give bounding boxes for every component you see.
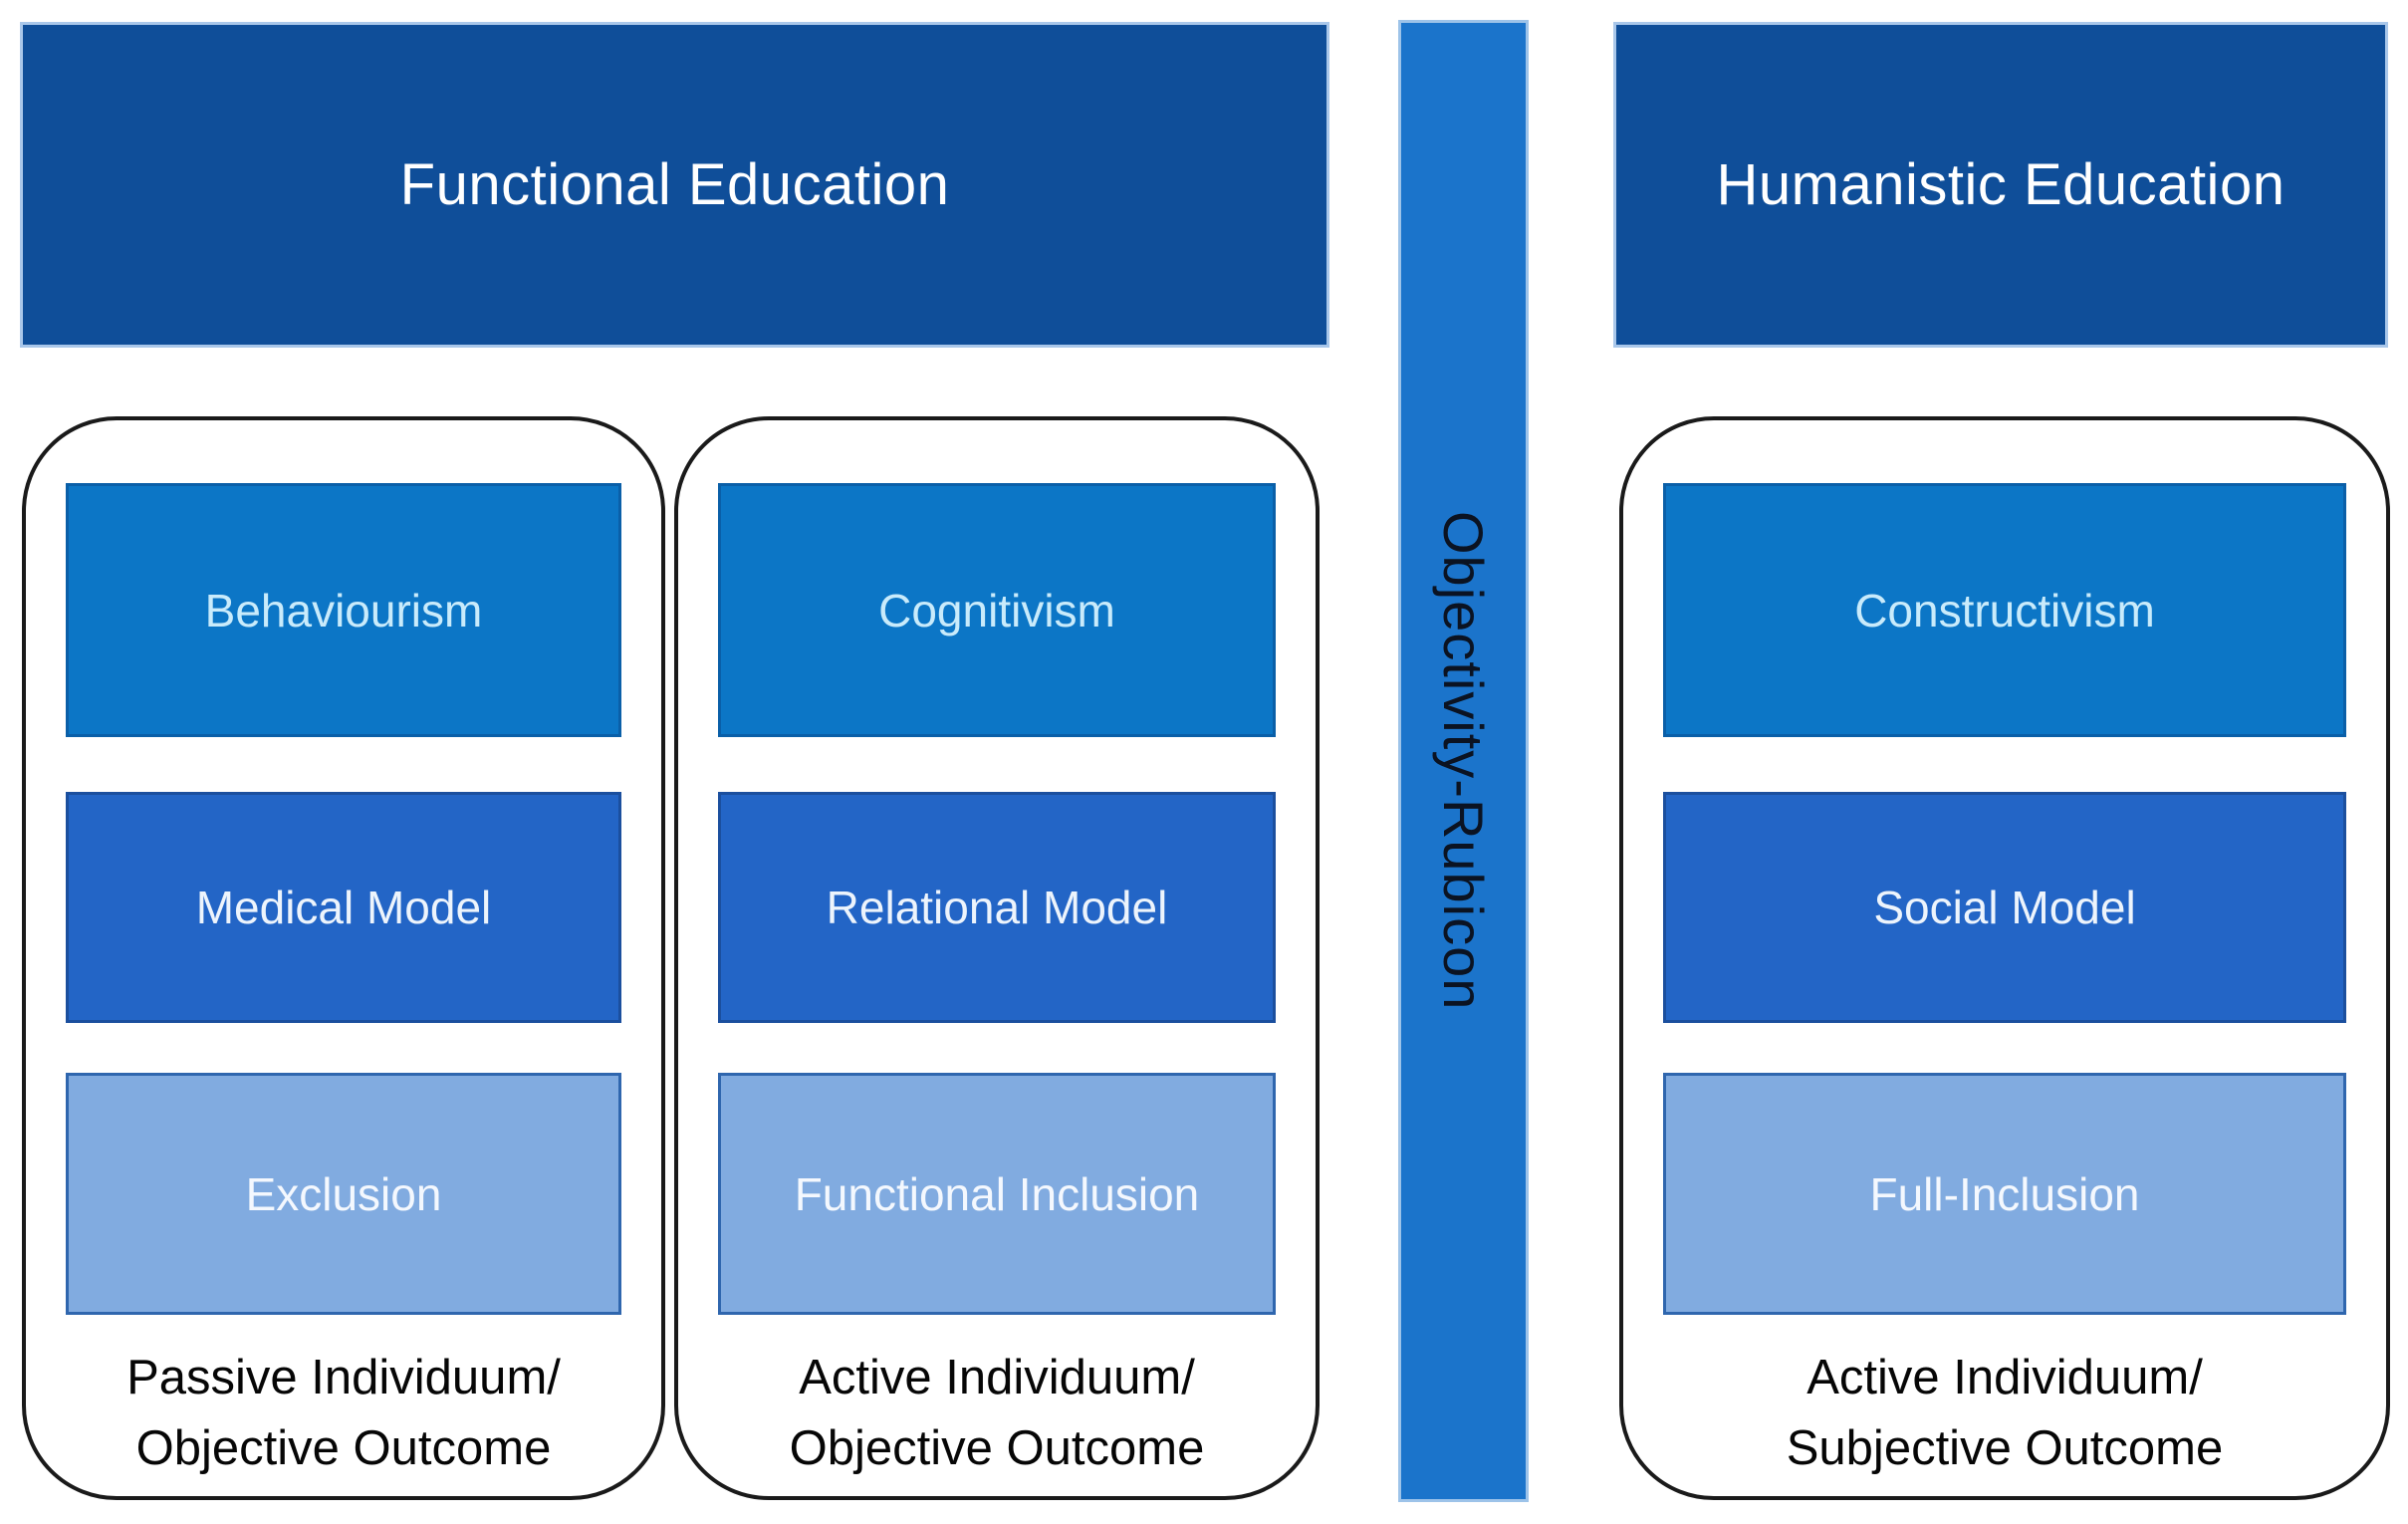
caption-line-1: Active Individuum/ [799,1351,1195,1404]
humanistic-education-title: Humanistic Education [1716,152,2286,217]
model-box: Medical Model [66,792,621,1023]
theory-label: Constructivism [1854,584,2155,636]
column-caption: Passive Individuum/ Objective Outcome [26,1343,661,1484]
inclusion-label: Full-Inclusion [1869,1167,2140,1220]
model-box: Social Model [1663,792,2346,1023]
caption-line-1: Passive Individuum/ [126,1351,561,1404]
column-caption: Active Individuum/ Subjective Outcome [1623,1343,2386,1484]
theory-label: Behaviourism [204,584,483,636]
caption-line-2: Subjective Outcome [1786,1421,2224,1475]
model-label: Medical Model [195,882,492,933]
functional-education-banner: Functional Education [20,22,1329,348]
pillar-card-constructivism: Constructivism Social Model Full-Inclusi… [1619,416,2390,1500]
inclusion-label: Exclusion [245,1167,442,1220]
caption-line-2: Objective Outcome [789,1421,1205,1475]
model-label: Relational Model [826,882,1168,933]
inclusion-box: Exclusion [66,1073,621,1315]
theory-box: Cognitivism [718,483,1276,737]
inclusion-label: Functional Inclusion [794,1167,1200,1220]
pillar-card-cognitivism: Cognitivism Relational Model Functional … [674,416,1320,1500]
theory-label: Cognitivism [878,584,1115,636]
objectivity-rubicon-divider: Objectivity-Rubicon [1398,20,1529,1502]
humanistic-education-banner: Humanistic Education [1613,22,2388,348]
pillar-card-behaviourism: Behaviourism Medical Model Exclusion Pas… [22,416,665,1500]
theory-box: Constructivism [1663,483,2346,737]
column-caption: Active Individuum/ Objective Outcome [678,1343,1316,1484]
caption-line-2: Objective Outcome [135,1421,552,1475]
objectivity-rubicon-label: Objectivity-Rubicon [1432,511,1495,1011]
functional-education-title: Functional Education [399,152,950,217]
inclusion-box: Full-Inclusion [1663,1073,2346,1315]
inclusion-box: Functional Inclusion [718,1073,1276,1315]
model-box: Relational Model [718,792,1276,1023]
model-label: Social Model [1873,882,2136,933]
caption-line-1: Active Individuum/ [1806,1351,2203,1404]
theory-box: Behaviourism [66,483,621,737]
